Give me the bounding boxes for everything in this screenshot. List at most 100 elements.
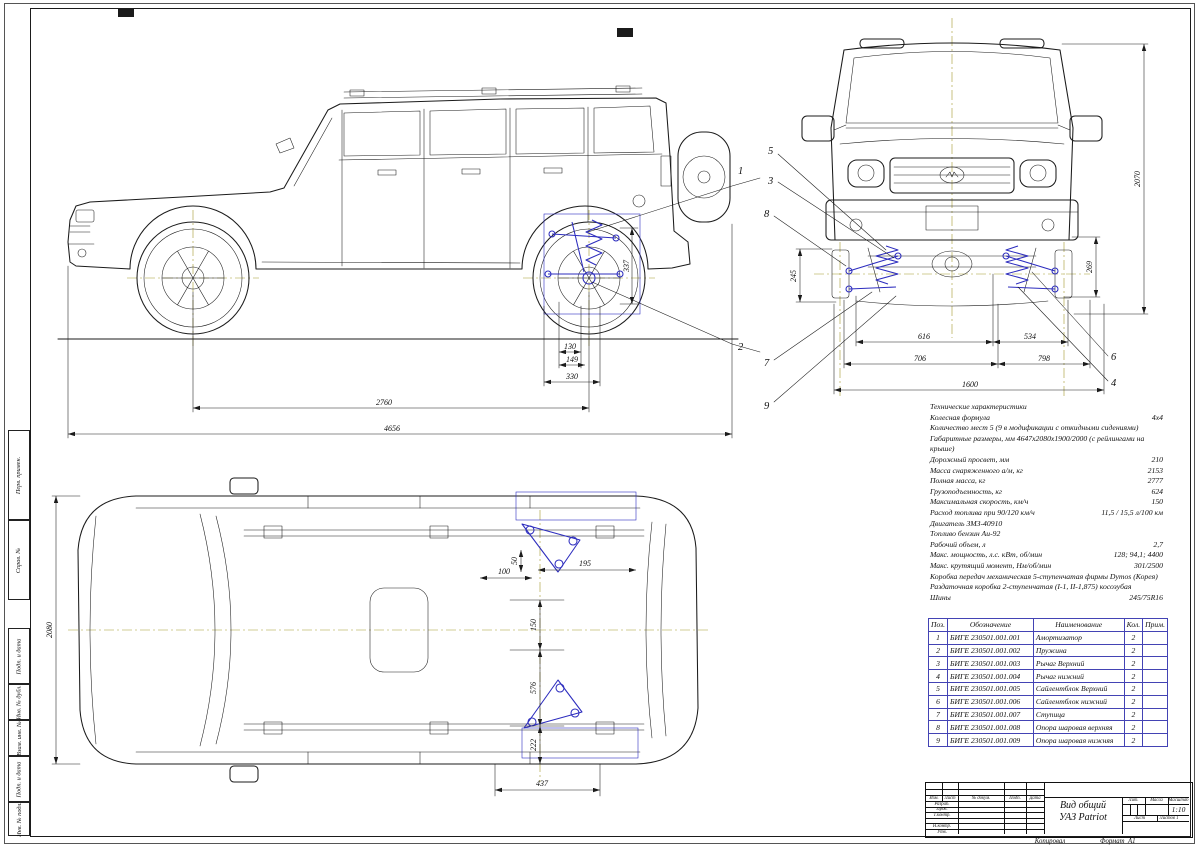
tb-sheet-label: Лист [1134, 815, 1145, 821]
spec-value: 11,5 / 15,5 л/100 км [1101, 507, 1163, 517]
tb-col-ndokum: № докум. [971, 795, 991, 801]
sheet-inner-frame [30, 8, 1191, 837]
spec-row: Двигатель ЗМЗ-40910 [930, 519, 1163, 530]
spec-label: Колесная формула [930, 412, 990, 422]
tb-lit-label: Лит. [1128, 797, 1139, 803]
spec-row: Топливо бензин Аи-92 [930, 529, 1163, 540]
front-dimensions: 2070 269 245 616 534 706 798 1600 [789, 43, 1149, 395]
spec-row: Масса снаряженного а/м, кг 2153 [930, 466, 1163, 477]
col-header-note: Прим. [1142, 618, 1168, 632]
spec-row: Коробка передач механическая 5-ступенчат… [930, 572, 1163, 583]
callout-2: 2 [738, 342, 744, 353]
spec-label: Максимальная скорость, км/ч [930, 497, 1029, 507]
drawing-title-line1: Вид общий [1059, 800, 1107, 811]
front-view-drawing: 2070 269 245 616 534 706 798 1600 5 3 [764, 18, 1149, 412]
dim-label: 706 [914, 354, 926, 363]
spec-label: Шины [930, 592, 951, 602]
dim-label: 1600 [962, 380, 978, 389]
callout-9: 9 [764, 401, 770, 412]
dim-label: 2760 [376, 398, 392, 407]
tb-col-izm: Изм. [929, 795, 939, 801]
spec-value: 128; 94,1; 4400 [1113, 550, 1163, 560]
tech-specs-heading: Технические характеристики [930, 402, 1027, 411]
spec-row: Раздаточная коробка 2-ступенчатая (I-1, … [930, 582, 1163, 593]
col-header-name: Наименование [1032, 618, 1125, 632]
stamp-podp-data-1: Подп. и дата [8, 628, 30, 684]
dim-label: 149 [566, 355, 578, 364]
centerlines [68, 510, 708, 782]
spec-label: Раздаточная коробка 2-ступенчатая (I-1, … [930, 582, 1132, 592]
spec-label: Двигатель ЗМЗ-40910 [930, 518, 1003, 528]
callout-4: 4 [1111, 378, 1117, 389]
copied-label: Копировал [1034, 838, 1066, 845]
parts-table: Поз. Обозначение Наименование Кол. Прим.… [927, 618, 1168, 747]
format-label: Формат А1 [1100, 838, 1136, 845]
car-top-body [77, 477, 699, 783]
drawing-title-line2: УАЗ Patriot [1059, 812, 1107, 823]
spec-label: Масса снаряженного а/м, кг [930, 465, 1023, 475]
callout-1: 1 [738, 166, 743, 177]
spec-label: Расход топлива при 90/120 км/ч [930, 507, 1035, 517]
dim-label: 269 [1085, 261, 1094, 273]
spec-label: Габаритные размеры, мм 4647х2080х1900/20… [930, 433, 1145, 454]
front-callouts: 5 3 8 7 9 6 4 [764, 146, 1117, 412]
format-value: А1 [1127, 838, 1136, 845]
spec-value: 624 [1151, 486, 1163, 496]
spec-value: 4х4 [1151, 412, 1163, 422]
sheet-outer-border [4, 3, 1195, 844]
col-header-qty: Кол. [1123, 618, 1144, 632]
tb-col-podp: Подп. [1009, 795, 1021, 801]
stamp-sprav-n: Справ. № [8, 520, 30, 600]
dim-label: 337 [622, 259, 631, 273]
drawing-title: Вид общий УАЗ Patriot [1044, 800, 1122, 824]
spec-value: 2153 [1147, 465, 1163, 475]
dim-label: 50 [510, 557, 519, 565]
spec-label: Грузоподъемность, кг [930, 486, 1003, 496]
spec-label: Рабочий объем, л [930, 539, 986, 549]
spec-label: Количество мест 5 (9 в модификации с отк… [930, 423, 1139, 433]
spec-label: Коробка передач механическая 5-ступенчат… [930, 571, 1158, 581]
tb-scale-label: Масштаб [1168, 797, 1189, 803]
frame-marks [118, 8, 633, 37]
spec-label: Дорожный просвет, мм [930, 454, 1010, 464]
spec-row: Количество мест 5 (9 в модификации с отк… [930, 423, 1163, 434]
dim-label: 195 [579, 559, 591, 568]
car-side-body [67, 85, 731, 270]
dim-label: 616 [918, 332, 930, 341]
side-callouts: 1 2 [587, 166, 761, 353]
centerlines [814, 18, 1090, 396]
callout-7: 7 [764, 358, 770, 369]
callout-5: 5 [768, 146, 773, 157]
tb-row-prov: Пров. [936, 807, 948, 812]
dim-label: 534 [1024, 332, 1036, 341]
tb-mass-label: Масса [1150, 797, 1163, 803]
tb-col-list: Лист [944, 795, 956, 801]
side-dimensions: 337 130 149 330 2760 4656 [67, 223, 733, 439]
title-block: Изм. Лист № докум. Подп. Дата Разраб. Пр… [925, 782, 1193, 838]
spec-value: 2,7 [1153, 539, 1163, 549]
stamp-perv-primen: Перв. примен. [8, 430, 30, 520]
dim-label: 576 [529, 682, 538, 694]
tb-scale-value: 1:10 [1171, 805, 1186, 814]
spec-row: Рабочий объем, л 2,7 [930, 540, 1163, 551]
spec-label: Топливо бензин Аи-92 [930, 529, 1001, 539]
dim-label: 2080 [45, 622, 54, 638]
table-header-row: Поз. Обозначение Наименование Кол. Прим. [927, 618, 1168, 632]
rear-suspension-detail [543, 213, 641, 315]
side-view-drawing: 337 130 149 330 2760 4656 1 2 [57, 8, 761, 439]
car-front-body [801, 38, 1103, 241]
side-wheels [136, 221, 646, 335]
front-suspension [831, 245, 1073, 307]
spec-row: Габаритные размеры, мм 4647х2080х1900/20… [930, 434, 1163, 455]
